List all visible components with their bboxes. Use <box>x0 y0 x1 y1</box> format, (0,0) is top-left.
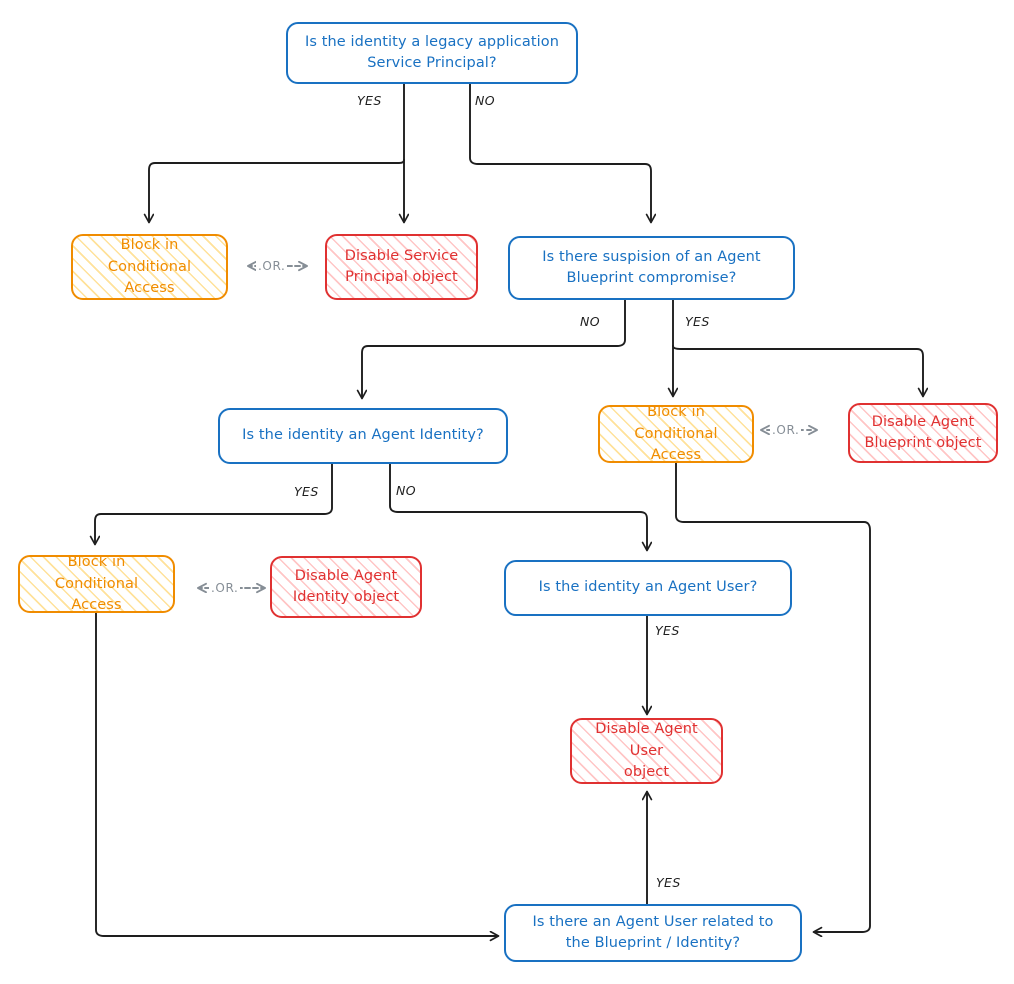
edge-label-q2-yes: YES <box>685 314 710 329</box>
edge-label-q4-yes: YES <box>655 623 680 638</box>
node-label: Is the identity a legacy application Ser… <box>304 33 560 71</box>
node-label: Disable Service Principal object <box>344 247 459 285</box>
node-disable-agent-identity[interactable]: Disable Agent Identity object <box>270 556 422 618</box>
node-disable-agent-user[interactable]: Disable Agent User object <box>570 718 723 784</box>
node-decision-legacy-service-principal[interactable]: Is the identity a legacy application Ser… <box>286 22 578 84</box>
edge-label-q3-yes: YES <box>294 484 319 499</box>
node-label: Disable Agent Identity object <box>292 567 400 605</box>
node-block-conditional-access-sp[interactable]: Block in Conditional Access <box>71 234 228 300</box>
node-label: Is the identity an Agent User? <box>538 579 758 596</box>
node-label: Is there suspision of an Agent Blueprint… <box>542 248 761 286</box>
or-connector-label-1: .OR. <box>256 259 288 273</box>
node-label: Block in Conditional Access <box>634 404 718 463</box>
or-connector-label-2: .OR. <box>770 423 802 437</box>
node-label: Disable Agent Blueprint object <box>864 413 982 451</box>
edge-label-q5-yes: YES <box>656 875 681 890</box>
node-label: Is the identity an Agent Identity? <box>242 427 484 444</box>
node-decision-agent-user-related[interactable]: Is there an Agent User related to the Bl… <box>504 904 802 962</box>
node-block-conditional-access-blueprint[interactable]: Block in Conditional Access <box>598 404 754 463</box>
edge-label-q1-yes: YES <box>357 93 382 108</box>
node-label: Block in Conditional Access <box>54 554 139 613</box>
edge-label-q3-no: NO <box>396 483 416 498</box>
node-disable-agent-blueprint[interactable]: Disable Agent Blueprint object <box>848 403 998 463</box>
node-label: Block in Conditional Access <box>107 237 192 296</box>
node-decision-blueprint-compromise[interactable]: Is there suspision of an Agent Blueprint… <box>508 236 795 300</box>
node-block-conditional-access-identity[interactable]: Block in Conditional Access <box>18 554 175 613</box>
node-decision-agent-user[interactable]: Is the identity an Agent User? <box>504 560 792 616</box>
edge-label-q2-no: NO <box>580 314 600 329</box>
node-disable-service-principal[interactable]: Disable Service Principal object <box>325 234 478 300</box>
node-label: Is there an Agent User related to the Bl… <box>532 913 774 951</box>
node-label: Disable Agent User object <box>595 721 698 780</box>
node-decision-agent-identity[interactable]: Is the identity an Agent Identity? <box>218 408 508 464</box>
edge-label-q1-no: NO <box>475 93 495 108</box>
or-connector-label-3: .OR. <box>209 581 241 595</box>
